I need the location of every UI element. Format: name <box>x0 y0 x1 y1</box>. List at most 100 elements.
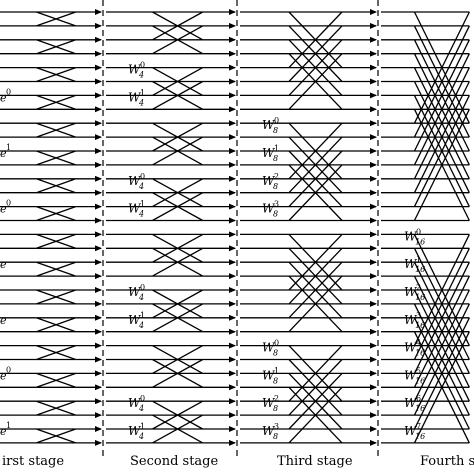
stage-label-fourth: Fourth sta <box>420 454 474 469</box>
wire-cross <box>36 178 76 194</box>
twiddle-size: 4 <box>138 210 144 219</box>
wire-cross <box>413 317 470 430</box>
wire-cross <box>152 122 204 152</box>
twiddle-base: W <box>262 368 276 382</box>
wire-cross <box>152 358 204 388</box>
clipped-input-exponent: 0 <box>6 87 11 96</box>
twiddle-base: W <box>262 202 276 216</box>
twiddle-base: W <box>128 424 142 438</box>
twiddle-size: 4 <box>138 321 144 330</box>
twiddle-size: 16 <box>415 349 425 358</box>
twiddle-exponent: 0 <box>140 172 145 181</box>
butterfly-wires <box>0 9 470 446</box>
wire-cross <box>288 233 343 291</box>
twiddle-base: W <box>128 285 142 299</box>
twiddle-exponent: 3 <box>274 200 279 209</box>
twiddle-size: 16 <box>415 237 425 246</box>
twiddle-size: 4 <box>138 182 144 191</box>
wire-cross <box>36 261 76 277</box>
twiddle-base: W <box>262 146 276 160</box>
twiddle-base: W <box>404 396 418 410</box>
wire-cross <box>152 178 204 208</box>
wire-cross <box>413 248 470 360</box>
wire-cross <box>413 109 470 221</box>
wire-cross <box>413 81 470 193</box>
twiddle-size: 8 <box>273 432 278 441</box>
twiddle-size: 16 <box>415 376 425 385</box>
wire-cross <box>152 136 204 166</box>
twiddle-exponent: 0 <box>274 339 279 348</box>
wire-cross <box>288 261 343 319</box>
twiddle-exponent: 6 <box>416 394 421 403</box>
twiddle-base: W <box>262 174 276 188</box>
twiddle-exponent: 2 <box>274 172 279 181</box>
stage-label-second: Second stage <box>130 454 219 469</box>
twiddle-base: W <box>128 174 142 188</box>
twiddle-size: 8 <box>273 126 278 135</box>
wire-cross <box>152 414 204 444</box>
twiddle-exponent: 0 <box>140 394 145 403</box>
clipped-input-exponent: 0 <box>6 199 11 208</box>
twiddle-exponent: 0 <box>140 283 145 292</box>
wire-cross <box>413 11 470 124</box>
stage-labels: irst stage Second stage Third stage Four… <box>2 454 474 469</box>
twiddle-exponent: 1 <box>140 311 145 320</box>
clipped-input-exponent: 1 <box>6 421 11 430</box>
twiddle-size: 8 <box>273 376 278 385</box>
twiddle-base: W <box>262 341 276 355</box>
wire-cross <box>413 53 470 166</box>
wire-cross <box>288 122 343 180</box>
twiddle-exponent: 4 <box>416 339 421 348</box>
wire-cross <box>36 150 76 166</box>
wire-cross <box>152 80 204 110</box>
twiddle-size: 8 <box>273 404 278 413</box>
wire-cross <box>288 164 343 221</box>
wire-cross <box>152 400 204 430</box>
clipped-input-exponent: 1 <box>6 143 11 152</box>
wire-cross <box>288 53 343 110</box>
twiddle-size: 4 <box>138 293 144 302</box>
twiddle-exponent: 3 <box>416 311 421 320</box>
wire-cross <box>152 303 204 333</box>
wire-cross <box>413 331 470 444</box>
twiddle-base: W <box>128 396 142 410</box>
twiddle-size: 8 <box>273 210 278 219</box>
wire-cross <box>36 94 76 110</box>
twiddle-base: W <box>128 313 142 327</box>
clipped-input-label: e <box>0 425 7 438</box>
wire-cross <box>288 25 343 82</box>
wire-cross <box>36 289 76 305</box>
wire-cross <box>152 25 204 55</box>
wire-cross <box>288 39 343 96</box>
wire-cross <box>36 66 76 83</box>
twiddle-size: 8 <box>273 182 278 191</box>
twiddle-base: W <box>404 257 418 271</box>
clipped-input-label: e <box>0 258 7 271</box>
wire-cross <box>288 247 343 305</box>
wire-cross <box>288 372 343 430</box>
wire-cross <box>36 205 76 222</box>
twiddle-exponent: 1 <box>140 88 145 97</box>
stage-label-third: Third stage <box>277 454 353 469</box>
wire-cross <box>152 67 204 96</box>
twiddle-exponent: 2 <box>416 283 421 292</box>
wire-cross <box>288 386 343 444</box>
wire-cross <box>152 192 204 222</box>
twiddle-base: W <box>262 424 276 438</box>
twiddle-exponent: 7 <box>416 422 421 431</box>
